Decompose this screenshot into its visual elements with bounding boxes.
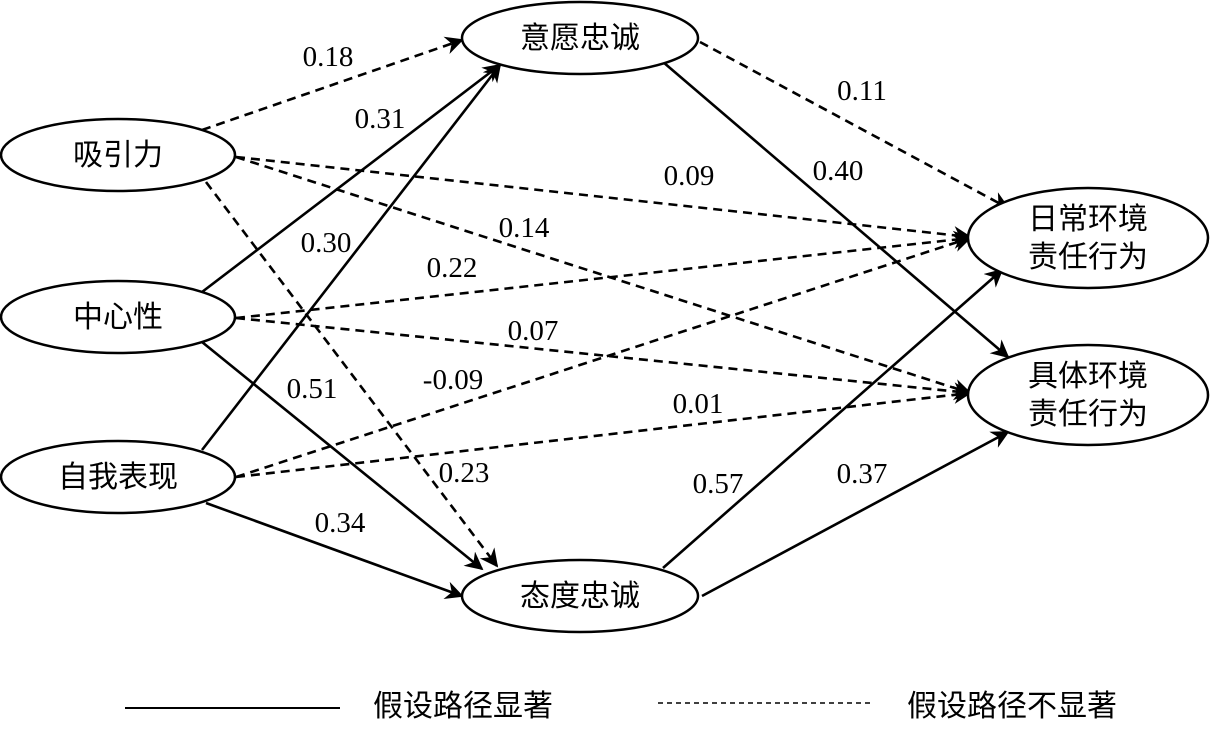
path-centrality-to-attitudinal_loyalty — [201, 340, 484, 571]
path-attraction-to-conative_loyalty — [201, 36, 464, 132]
construct-label: 中心性 — [73, 300, 163, 335]
construct-label: 具体环境 — [1028, 359, 1148, 394]
paths-layer — [200, 36, 1010, 599]
coefficient-label: 0.34 — [315, 507, 366, 539]
construct-label: 日常环境 — [1028, 202, 1148, 237]
coefficient-label: 0.14 — [499, 212, 550, 244]
coefficient-label: 0.30 — [301, 227, 352, 259]
coefficient-label: 0.01 — [673, 388, 724, 420]
construct-attraction: 吸引力 — [0, 117, 237, 193]
coefficient-label: 0.11 — [837, 75, 887, 107]
path-self_expression-to-attitudinal_loyalty — [205, 501, 464, 599]
path-centrality-to-daily_erb — [235, 230, 972, 320]
coefficient-label: 0.51 — [287, 373, 338, 405]
construct-ellipse — [966, 343, 1210, 447]
construct-label: 责任行为 — [1028, 397, 1148, 432]
construct-conative_loyalty: 意愿忠诚 — [460, 0, 700, 76]
construct-label: 意愿忠诚 — [520, 21, 640, 56]
path-attitudinal_loyalty-to-daily_erb — [662, 268, 1004, 569]
construct-ellipse — [0, 279, 237, 355]
coefficient-label: 0.40 — [813, 155, 864, 187]
construct-label: 态度忠诚 — [520, 579, 640, 614]
path-self_expression-to-daily_erb — [235, 234, 972, 479]
path-conative_loyalty-to-daily_erb — [699, 40, 1010, 210]
path-self_expression-to-conative_loyalty — [200, 63, 502, 451]
legend-solid-label: 假设路径显著 — [373, 689, 553, 724]
legend-dashed-label: 假设路径不显著 — [907, 689, 1117, 724]
path-attraction-to-daily_erb — [235, 155, 972, 245]
coefficient-label: 0.09 — [664, 160, 715, 192]
construct-ellipse — [0, 439, 237, 515]
path-attitudinal_loyalty-to-specific_erb — [701, 430, 1010, 598]
construct-ellipse — [460, 558, 700, 634]
coefficient-label: -0.09 — [423, 364, 483, 396]
construct-self_expression: 自我表现 — [0, 439, 237, 515]
coefficient-label: 0.23 — [439, 457, 490, 489]
path-centrality-to-specific_erb — [235, 316, 972, 401]
path-centrality-to-conative_loyalty — [201, 63, 502, 294]
construct-label: 吸引力 — [73, 138, 163, 173]
path-conative_loyalty-to-specific_erb — [662, 61, 1010, 359]
path-attraction-to-attitudinal_loyalty — [204, 181, 499, 568]
path-attraction-to-specific_erb — [235, 155, 972, 397]
coefficient-label: 0.07 — [508, 315, 559, 347]
coefficient-labels-layer: 0.180.31 0.30 0.09 0.14 0.23 0.22 0.07 0.51 -0.0… — [287, 41, 888, 539]
legend: 假设路径显著 假设路径不显著 — [125, 689, 1117, 724]
construct-centrality: 中心性 — [0, 279, 237, 355]
construct-ellipse — [966, 186, 1210, 290]
coefficient-label: 0.37 — [837, 458, 888, 490]
construct-label: 自我表现 — [58, 460, 178, 495]
construct-attitudinal_loyalty: 态度忠诚 — [460, 558, 700, 634]
coefficient-label: 0.18 — [303, 41, 354, 73]
coefficient-label: 0.57 — [693, 468, 744, 500]
construct-ellipse — [460, 0, 700, 76]
coefficient-label: 0.22 — [427, 252, 478, 284]
coefficient-label: 0.31 — [355, 103, 406, 135]
construct-ellipse — [0, 117, 237, 193]
construct-label: 责任行为 — [1028, 240, 1148, 275]
